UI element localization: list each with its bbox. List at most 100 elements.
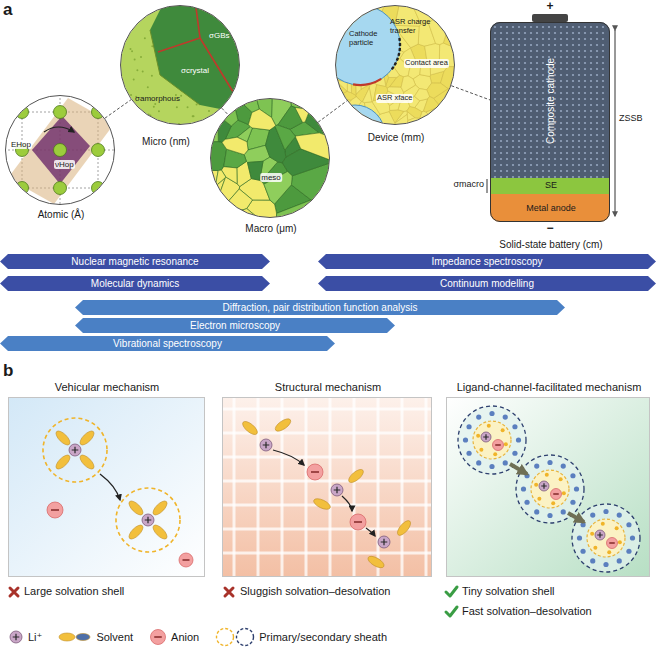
grid-line xyxy=(222,408,432,411)
amorphous-speck xyxy=(208,110,210,112)
amorphous-speck xyxy=(153,106,155,108)
solvent-dot xyxy=(493,452,497,456)
li-ion xyxy=(10,631,22,643)
ligand-molecule xyxy=(561,509,566,514)
legend-item: Anion xyxy=(149,628,199,646)
ligand-molecule xyxy=(463,437,468,442)
technique-name: Diffraction, pair distribution function … xyxy=(223,302,418,314)
li-ion xyxy=(142,514,154,526)
band-arrow xyxy=(75,318,395,333)
node-text: Device (mm) xyxy=(368,132,425,144)
mechanism-panel: Vehicular mechanism xyxy=(8,397,205,577)
annotation: Large solvation shell xyxy=(24,585,124,598)
ligand-molecule xyxy=(590,558,595,563)
ligand-molecule xyxy=(489,411,494,416)
ligand-molecule xyxy=(570,500,575,505)
legend-text: Li⁺ xyxy=(28,631,42,644)
zoom-connector xyxy=(318,101,347,122)
band-arrow xyxy=(318,254,656,269)
primary-sheath xyxy=(116,488,180,552)
node-text: σamorphous xyxy=(135,94,180,103)
zoom-connector xyxy=(105,100,131,119)
amorphous-speck xyxy=(187,106,189,108)
cross-mark xyxy=(10,588,18,596)
amorphous-speck xyxy=(134,59,136,61)
grain-cell xyxy=(208,170,218,200)
lattice-atom xyxy=(54,106,67,119)
grain-cell xyxy=(295,133,332,161)
macro-grains xyxy=(208,96,332,220)
li-ion xyxy=(69,444,81,456)
ligand-molecule xyxy=(503,460,508,465)
grain-cell xyxy=(248,109,275,130)
battery-cell: Composite cathodeSEMetal anodeSolid-stat… xyxy=(490,22,610,222)
solvent-dot xyxy=(607,550,611,554)
primary-sheath xyxy=(43,418,107,482)
grain-cell xyxy=(407,106,422,118)
node-text: Metal anode xyxy=(526,203,576,213)
grain-cell xyxy=(345,3,359,11)
node-text: Cathode particle xyxy=(349,30,389,47)
solvent-dot xyxy=(501,428,505,432)
secondary-sheath xyxy=(237,629,254,646)
annotation: Tiny solvation shell xyxy=(462,585,555,598)
plus-sign xyxy=(597,532,603,538)
lattice-atom xyxy=(16,106,29,119)
ligand-molecule xyxy=(590,512,595,517)
grain-cell xyxy=(420,111,441,127)
ligand-molecule xyxy=(503,414,508,419)
grain-cell xyxy=(333,8,348,27)
technique-band: Electron microscopy xyxy=(75,318,395,333)
technique-name: Vibrational spectroscopy xyxy=(113,338,222,350)
technique-band: Continuum modelling xyxy=(318,276,656,291)
solvent-molecule xyxy=(78,429,96,447)
secondary-sheath xyxy=(572,504,640,572)
ligand-molecule xyxy=(617,558,622,563)
grain-cell xyxy=(295,107,310,122)
structural-picture xyxy=(222,397,432,577)
solvent-molecule xyxy=(151,523,169,541)
amorphous-speck xyxy=(140,122,142,124)
grain-cell xyxy=(443,29,457,49)
ligand-molecule xyxy=(516,437,521,442)
legend-text: Solvent xyxy=(96,631,133,643)
ligand-molecule xyxy=(570,473,575,478)
amorphous-speck xyxy=(154,103,156,105)
grain-cell xyxy=(247,200,277,220)
amorphous-speck xyxy=(140,56,142,58)
amorphous-speck xyxy=(133,79,135,81)
solvent-dot xyxy=(537,497,541,501)
grain-cell xyxy=(215,170,225,186)
plus-sign xyxy=(72,447,79,454)
technique-name: Electron microscopy xyxy=(190,320,280,332)
node-text: Vehicular mechanism xyxy=(55,381,160,394)
legend-text: Anion xyxy=(171,631,199,643)
amorphous-speck xyxy=(176,106,178,108)
atomic-scale-circle: EHopνHopAtomic (Å) xyxy=(5,95,115,205)
ligand-molecule xyxy=(512,451,517,456)
solvent-dot xyxy=(559,477,563,481)
grain-cell xyxy=(243,209,261,220)
legend-swatch xyxy=(149,628,167,646)
amorphous-speck xyxy=(192,115,194,117)
macro-bracket xyxy=(487,179,488,193)
amorphous-speck xyxy=(237,33,239,35)
grain-cell xyxy=(338,101,348,108)
grain-cell xyxy=(318,97,332,122)
legend-swatch xyxy=(215,627,255,647)
plus-sign xyxy=(145,517,152,524)
minus-sign xyxy=(311,471,319,472)
annotation: + xyxy=(546,0,553,14)
amorphous-speck xyxy=(233,8,235,10)
minus-sign xyxy=(354,521,362,522)
annotation: − xyxy=(546,222,553,236)
solvent-molecule xyxy=(54,429,72,447)
grain-cell xyxy=(427,83,448,98)
solvent-dot xyxy=(601,522,605,526)
micro-scale-circle: σGBsσcrystalσamorphousMicro (nm) xyxy=(120,5,240,125)
solvent-dot xyxy=(615,526,619,530)
amorphous-speck xyxy=(196,103,198,105)
plus-sign xyxy=(483,434,489,440)
mechanism-panel: Structural mechanism xyxy=(222,397,432,577)
